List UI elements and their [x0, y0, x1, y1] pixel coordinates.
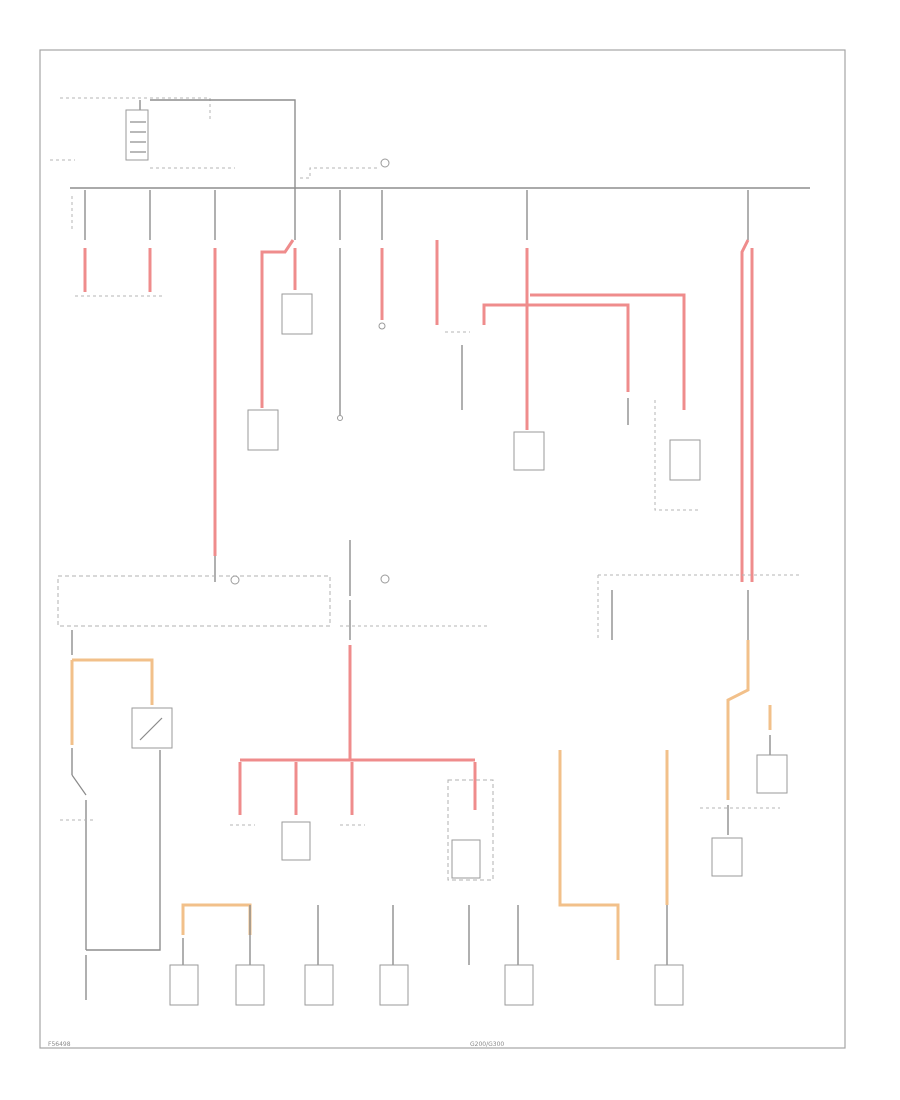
splice-point-left: [230, 575, 240, 585]
wire-lower-orange-left: [181, 903, 252, 935]
component-relay-a: [281, 293, 313, 335]
ground-connector: [337, 415, 343, 421]
component-mid-box: [447, 779, 494, 881]
component-bottom-1: [169, 964, 199, 1006]
component-right-lower-b: [711, 837, 743, 877]
component-center-module: [513, 431, 545, 471]
ignition-switch-box: [57, 575, 331, 627]
component-relay-b: [247, 409, 279, 451]
wire-left-orange-top: [72, 658, 154, 705]
wire-right-orange-1: [558, 750, 620, 960]
splice-point-top: [380, 158, 390, 168]
component-bottom-5: [504, 964, 534, 1006]
wire-fuse8-a: [740, 239, 750, 582]
wire-fuse7-branch2: [530, 293, 686, 410]
component-right-module: [669, 439, 701, 481]
splice-point-mid: [380, 574, 390, 584]
diagram-frame: [39, 49, 846, 1049]
fuse-drops: [84, 190, 749, 240]
bottom-ground-label: G200/G300: [470, 1041, 504, 1048]
footer-code: F56498: [48, 1041, 71, 1048]
component-bottom-3: [304, 964, 334, 1006]
component-mid-a: [281, 821, 311, 861]
component-bottom-4: [379, 964, 409, 1006]
component-bottom-6: [654, 964, 684, 1006]
component-right-lower-a: [756, 754, 788, 794]
fuse6-terminal: [378, 322, 386, 330]
component-bottom-2: [235, 964, 265, 1006]
wire-fuse7-branch1: [482, 303, 630, 392]
component-mid-b: [451, 839, 481, 879]
wire-fuse4-left: [260, 239, 295, 408]
battery-generator-group: [50, 97, 390, 190]
wire-right-side-1: [726, 640, 750, 800]
